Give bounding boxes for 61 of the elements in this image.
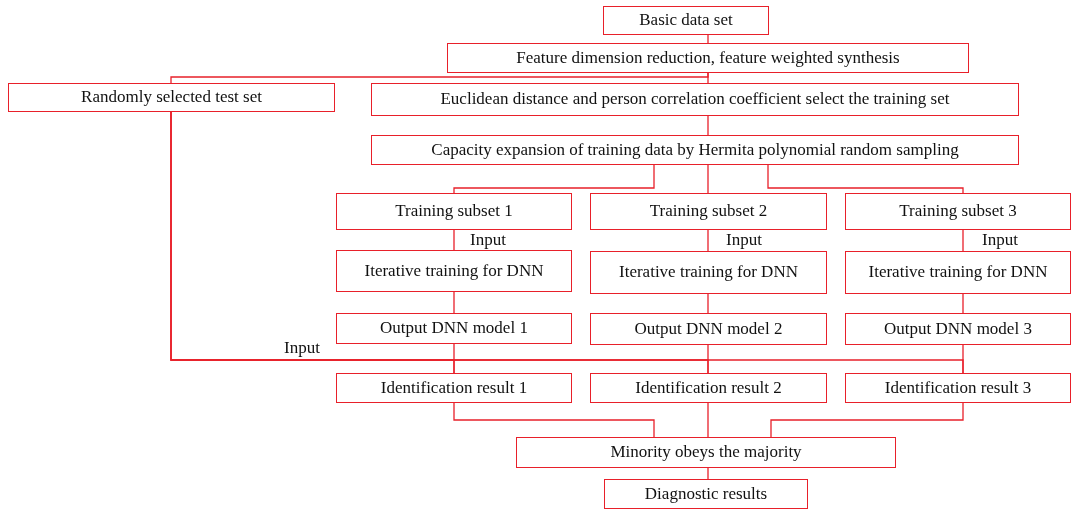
process-box — [603, 6, 769, 35]
connector-line — [707, 164, 709, 194]
connector-line — [453, 229, 455, 251]
box-label: Basic data set — [639, 11, 733, 30]
process-box — [336, 250, 572, 292]
process-box — [336, 373, 572, 403]
box-label: Iterative training for DNN — [364, 261, 544, 281]
edge-label: Input — [470, 231, 506, 248]
box-label: Output DNN model 3 — [884, 319, 1032, 339]
connector-line — [767, 164, 964, 194]
edge-label: Input — [982, 231, 1018, 248]
connector-line — [453, 291, 455, 314]
process-box — [371, 135, 1019, 165]
box-label: Training subset 3 — [899, 202, 1017, 221]
process-box — [8, 83, 335, 112]
box-label: Capacity expansion of training data by Hermita polynomial random sampling — [431, 140, 959, 160]
box-label: Output DNN model 2 — [634, 319, 783, 339]
box-label: Diagnostic results — [644, 484, 768, 504]
process-box — [590, 313, 827, 345]
process-box — [371, 83, 1019, 116]
box-label: Iterative training for DNN — [868, 263, 1048, 282]
process-box — [590, 193, 827, 230]
connector-line — [453, 343, 455, 374]
process-box — [336, 313, 572, 344]
connector-line — [962, 293, 964, 314]
connector-line — [453, 402, 655, 438]
connector-line — [707, 344, 709, 374]
process-box — [845, 251, 1071, 294]
box-label: Training subset 1 — [395, 202, 513, 221]
connector-line — [707, 229, 709, 252]
connector-line — [707, 293, 709, 314]
process-box — [516, 437, 896, 468]
process-box — [336, 193, 572, 230]
edge-label: Input — [284, 339, 320, 356]
connector-line — [770, 402, 964, 438]
edge-label: Input — [726, 231, 762, 248]
connector-line — [707, 467, 709, 480]
connector-line — [707, 115, 709, 136]
box-label: Feature dimension reduction, feature weighted synthesis — [516, 48, 900, 68]
connector-line — [707, 402, 709, 438]
box-label: Identification result 1 — [380, 378, 528, 398]
box-label: Identification result 2 — [635, 378, 782, 398]
process-box — [447, 43, 969, 73]
connector-line — [962, 344, 964, 374]
box-label: Euclidean distance and person correlation coefficient select the training set — [440, 90, 950, 109]
process-box — [845, 373, 1071, 403]
box-label: Output DNN model 1 — [380, 319, 528, 338]
process-box — [590, 373, 827, 403]
connector-line — [707, 72, 709, 84]
process-box — [845, 313, 1071, 345]
box-label: Training subset 2 — [649, 202, 768, 221]
connector-line — [453, 164, 655, 194]
box-label: Identification result 3 — [884, 378, 1032, 398]
box-label: Minority obeys the majority — [610, 443, 802, 462]
box-label: Iterative training for DNN — [619, 263, 798, 282]
process-box — [845, 193, 1071, 230]
process-box — [590, 251, 827, 294]
connector-line — [707, 34, 709, 44]
connector-line — [962, 229, 964, 252]
box-label: Randomly selected test set — [81, 88, 262, 107]
process-box — [604, 479, 808, 509]
